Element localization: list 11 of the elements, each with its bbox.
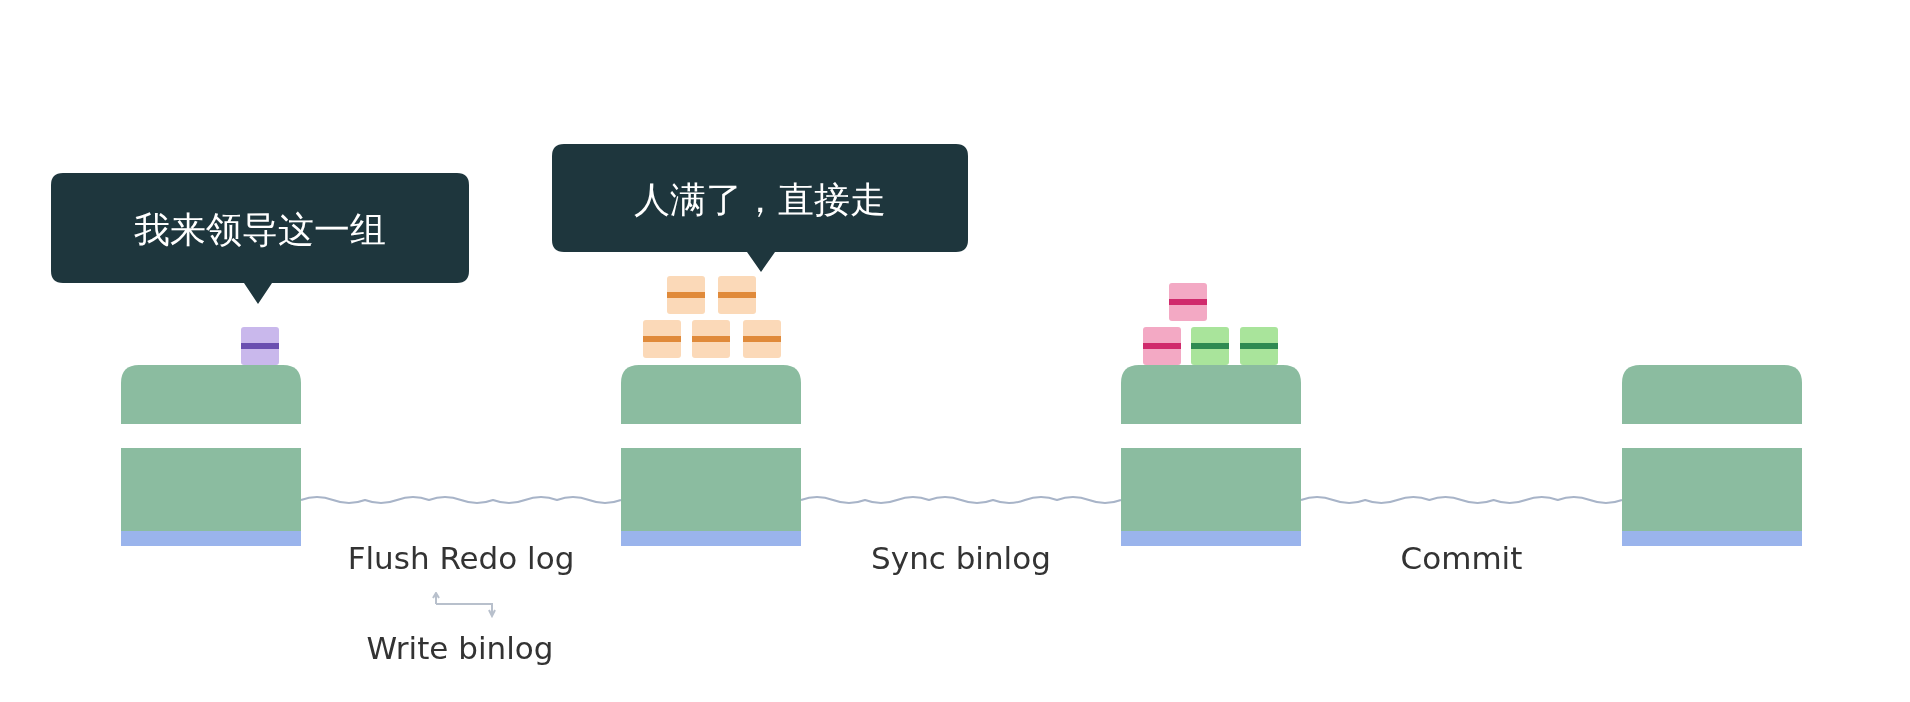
- wavy-connector: [800, 496, 1122, 504]
- station-shape: [1622, 365, 1802, 546]
- station-shape: [621, 365, 801, 546]
- speech-bubble: [51, 173, 469, 304]
- speech-bubble: [552, 144, 968, 272]
- station-shape: [1121, 365, 1301, 546]
- bubble-text: 人满了，直接走: [633, 178, 887, 222]
- wavy-connector: [300, 496, 622, 504]
- wavy-connector: [1300, 496, 1623, 504]
- bubble-text: 我来领导这一组: [133, 208, 387, 252]
- station-shape: [121, 365, 301, 546]
